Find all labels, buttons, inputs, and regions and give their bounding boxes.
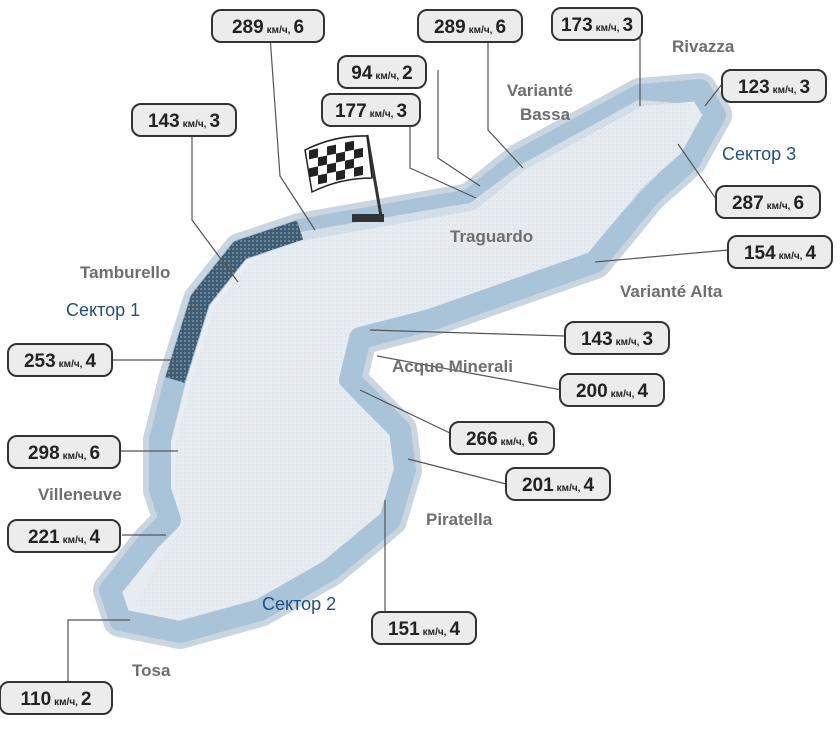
tamburello-section bbox=[165, 220, 304, 383]
speed-badge-frame bbox=[559, 373, 665, 407]
sector-label-sector-2: Сектор 2 bbox=[262, 594, 336, 614]
speed-badge-frame bbox=[7, 435, 121, 469]
speed-badge-frame bbox=[371, 611, 477, 645]
infield bbox=[134, 100, 690, 616]
sector-label-sector-3: Сектор 3 bbox=[722, 144, 796, 164]
corner-label-variante-bassa: Varianté bbox=[507, 81, 573, 100]
speed-badge-frame bbox=[7, 519, 121, 553]
speed-badge-frame bbox=[551, 7, 643, 41]
corner-label-piratella: Piratella bbox=[426, 510, 493, 529]
corner-label-variante-alta: Varianté Alta bbox=[620, 282, 723, 301]
speed-badge-frame bbox=[0, 681, 113, 715]
sector-label-sector-1: Сектор 1 bbox=[66, 300, 140, 320]
speed-badge-frame bbox=[417, 9, 523, 43]
speed-badge-frame bbox=[721, 69, 827, 103]
speed-badge-frame bbox=[211, 9, 325, 43]
corner-label-tosa: Tosa bbox=[132, 661, 171, 680]
speed-badge-frame bbox=[715, 185, 821, 219]
corner-label-variante-bassa: Bassa bbox=[520, 105, 571, 124]
corner-label-traguardo: Traguardo bbox=[450, 227, 533, 246]
speed-badge-frame bbox=[131, 103, 237, 137]
checkered-flag-icon bbox=[304, 134, 384, 223]
callout-lines bbox=[67, 35, 729, 682]
speed-badge-frame bbox=[337, 55, 427, 89]
speed-badge-frame bbox=[321, 93, 421, 127]
speed-badge-frame bbox=[7, 343, 113, 377]
labels-layer: RivazzaVariantéBassaTraguardoTamburelloV… bbox=[38, 37, 796, 680]
corner-label-acque-minerali: Acque Minerali bbox=[392, 357, 513, 376]
corner-label-villeneuve: Villeneuve bbox=[38, 485, 122, 504]
corner-label-tamburello: Tamburello bbox=[80, 263, 170, 282]
corner-label-rivazza: Rivazza bbox=[672, 37, 735, 56]
speed-badge-frame bbox=[727, 235, 833, 269]
speed-badge-frame bbox=[449, 421, 555, 455]
speed-badge-frame bbox=[564, 321, 670, 355]
speed-badge-frame bbox=[505, 467, 611, 501]
